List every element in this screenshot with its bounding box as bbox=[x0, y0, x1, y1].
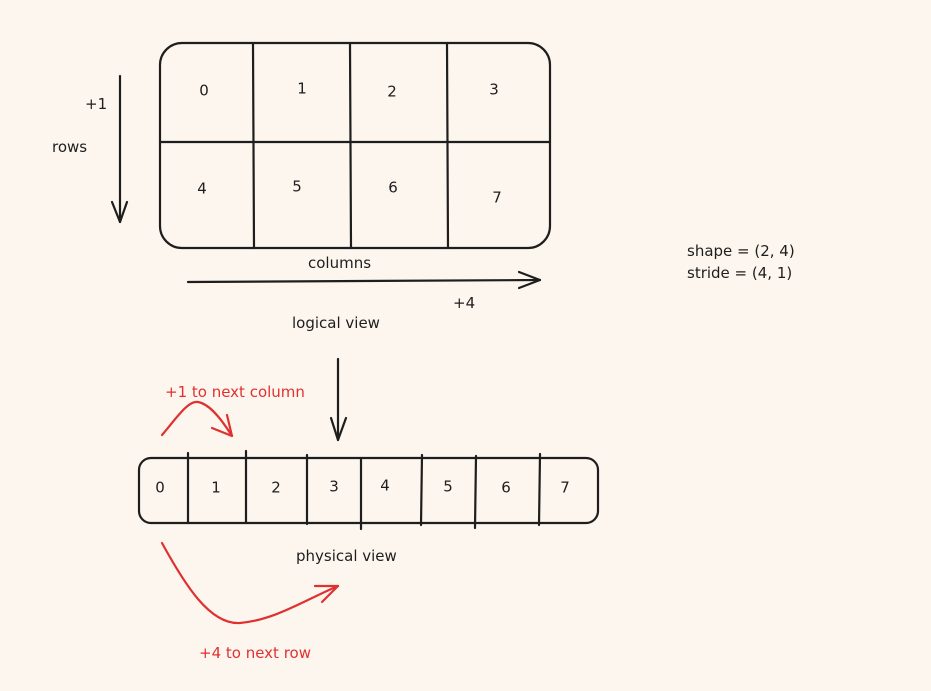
physical-cell: 7 bbox=[560, 479, 570, 497]
grid-divider bbox=[445, 41, 450, 250]
logical-cell: 2 bbox=[387, 83, 397, 101]
next-column-label: +1 to next column bbox=[165, 383, 305, 401]
next-row-label: +4 to next row bbox=[199, 644, 311, 662]
rows-arrow-icon bbox=[110, 74, 129, 224]
physical-view-caption: physical view bbox=[296, 547, 397, 565]
strip-divider bbox=[419, 453, 424, 527]
logical-cell: 6 bbox=[388, 179, 398, 197]
grid-divider bbox=[348, 42, 353, 250]
physical-cell: 2 bbox=[271, 479, 281, 497]
logical-cell: 1 bbox=[297, 80, 307, 98]
logical-cell: 7 bbox=[492, 189, 502, 207]
logical-grid-border bbox=[158, 41, 552, 250]
rows-step-label: +1 bbox=[85, 95, 107, 113]
physical-cell: 6 bbox=[501, 479, 511, 497]
columns-label: columns bbox=[308, 254, 371, 272]
shape-label: shape = (2, 4) bbox=[687, 242, 795, 260]
strip-divider bbox=[473, 454, 478, 530]
physical-strip: 0 1 2 3 4 5 6 7 bbox=[137, 449, 600, 531]
stride-label: stride = (4, 1) bbox=[687, 264, 792, 282]
columns-step-label: +4 bbox=[453, 294, 475, 312]
columns-arrow-icon bbox=[186, 270, 542, 290]
down-arrow-icon bbox=[329, 357, 348, 442]
physical-strip-border bbox=[137, 456, 600, 525]
strip-divider bbox=[537, 452, 542, 527]
logical-grid: 0 1 2 3 4 5 6 7 bbox=[158, 41, 552, 250]
physical-cell: 3 bbox=[329, 478, 339, 496]
logical-cell: 4 bbox=[197, 180, 207, 198]
physical-cell: 5 bbox=[443, 478, 453, 496]
logical-cell: 5 bbox=[292, 178, 302, 196]
logical-view-caption: logical view bbox=[292, 314, 380, 332]
logical-cell: 0 bbox=[199, 82, 209, 100]
physical-cell: 1 bbox=[211, 479, 221, 497]
rows-label: rows bbox=[52, 138, 87, 156]
next-row-arrow-icon bbox=[160, 541, 340, 625]
logical-cell: 3 bbox=[489, 81, 499, 99]
next-column-arrow-icon bbox=[160, 400, 234, 438]
physical-cell: 4 bbox=[380, 477, 390, 495]
grid-divider bbox=[251, 42, 256, 250]
physical-cell: 0 bbox=[155, 479, 165, 497]
